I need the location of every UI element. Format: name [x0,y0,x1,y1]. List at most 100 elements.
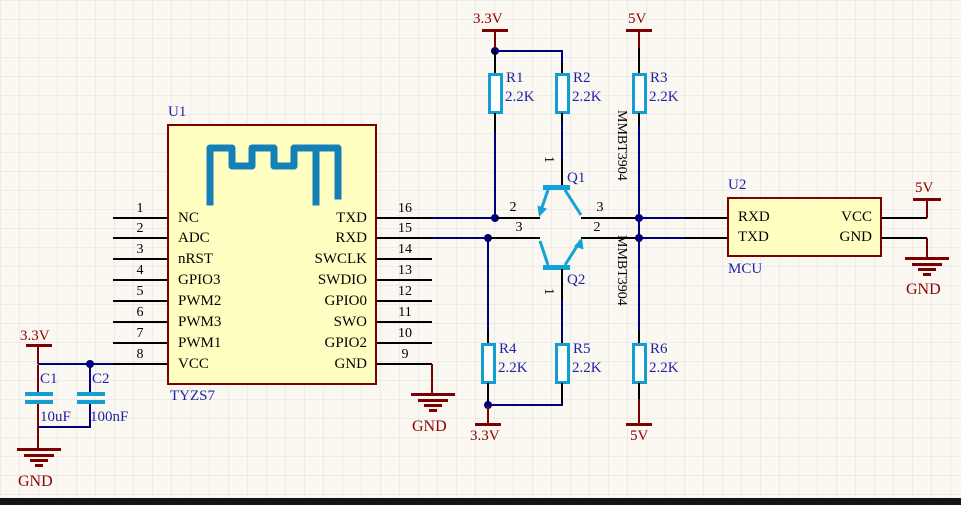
gnd-left-label: GND [18,473,53,490]
u1-pin14-name: SWCLK [314,251,368,267]
u1-pin6-stub [113,321,167,323]
q1-designator: Q1 [567,170,586,186]
c2-capacitor-top-plate[interactable] [77,392,105,396]
r2-to-q1-wire [561,122,563,160]
r4-designator: R4 [499,341,517,357]
r6-resistor-body[interactable] [632,343,647,384]
r2-feed-wire [495,50,563,52]
r6-bottom-lead [638,383,640,400]
r3-top-lead [638,48,640,73]
q1-transistor-symbol[interactable] [530,180,600,225]
q2-collector-pin-number: 3 [515,220,523,235]
q2-designator: Q2 [567,272,586,288]
u1-pin4-number: 4 [136,263,144,278]
power-5v-bottom-label: 5V [630,428,649,444]
r1-top-lead [494,49,496,73]
r5-designator: R5 [573,341,591,357]
r2-resistor-body[interactable] [555,73,570,114]
c1-designator: C1 [40,371,58,387]
u2-mcu-body[interactable] [727,197,882,257]
u1-pin13-name: SWDIO [317,272,367,288]
r3-bottom-lead [638,113,640,127]
u1-pin1-name: NC [178,210,199,226]
u1-pin7-number: 7 [136,326,144,341]
u1-pin3-name: nRST [178,251,214,267]
power-5v-top-bar [626,29,652,32]
power-3v3-bottom-stem [487,406,489,424]
u1-pin10-number: 10 [398,326,412,341]
gnd-left-earth-line4 [35,464,43,467]
u1-pin13-stub [377,279,432,281]
rxd-net-wire [432,237,489,239]
u1-pin15-name: RXD [335,230,367,246]
q2-emitter-pin-number: 2 [593,220,601,235]
antenna-icon [206,144,342,206]
c2-capacitor-bottom-plate[interactable] [77,400,105,404]
r3-designator: R3 [650,70,668,86]
r6-value: 2.2K [649,360,679,376]
c1-capacitor-bottom-plate[interactable] [25,400,53,404]
c2-top-lead [89,365,91,392]
r3-column-wire [638,126,640,332]
gnd-u1-earth-line1 [411,393,455,396]
r5-top-lead [561,340,563,343]
c1-top-lead [37,365,39,392]
power-5v-bottom-stem [638,399,640,424]
junction-r4-3v3 [484,401,492,409]
r2-bottom-lead [561,113,563,123]
r1-bottom-lead [494,113,496,133]
power-5v-u2-stem [926,200,928,218]
u1-pin9-stub [377,363,432,365]
u1-pin1-stub [113,217,167,219]
gnd-u1-earth-line3 [424,404,442,407]
u1-pin9-name: GND [334,356,368,372]
q1-emitter-wire [496,217,540,219]
u1-pin7-name: PWM1 [178,335,222,351]
gnd-u2-stem [926,238,928,258]
u1-part-number: TYZS7 [170,388,215,404]
power-5v-top-stem [638,32,640,49]
q2-collector-wire [489,237,540,239]
power-5v-u2-bar [913,198,941,201]
power-3v3-left-bar [26,344,52,347]
u1-pin16-stub [377,217,432,219]
u1-pin6-number: 6 [136,305,144,320]
gnd-u2-earth-line3 [918,268,936,271]
q2-transistor-symbol[interactable] [530,233,600,278]
power-3v3-left-stem [37,347,39,364]
u2-txd-stub [685,237,727,239]
power-5v-bottom-bar [626,423,652,426]
u2-txd-name: TXD [738,229,769,245]
u1-pin11-stub [377,321,432,323]
r1-to-txd-wire [494,132,496,218]
u1-pin4-stub [113,279,167,281]
r4-r5-bottom-wire [488,404,563,406]
r4-resistor-body[interactable] [481,343,496,384]
r6-top-lead [638,330,640,343]
power-3v3-bottom-label: 3.3V [470,428,500,444]
u1-pin12-number: 12 [398,284,412,299]
u1-pin16-name: TXD [336,210,367,226]
u1-pin2-stub [113,237,167,239]
u1-pin5-stub [113,300,167,302]
r5-value: 2.2K [572,360,602,376]
r5-resistor-body[interactable] [555,343,570,384]
r4-value: 2.2K [498,360,528,376]
junction-c2-vcc [86,360,94,368]
r2-top-lead [561,63,563,73]
r3-resistor-body[interactable] [632,73,647,114]
u2-rxd-name: RXD [738,209,770,225]
gnd-u2-earth-line1 [905,257,949,260]
r4-top-lead [487,330,489,343]
c1-capacitor-top-plate[interactable] [25,392,53,396]
txd-net-wire [432,217,496,219]
u1-pin2-number: 2 [136,221,144,236]
gnd-left-earth-line3 [30,459,48,462]
u2-gnd-name: GND [839,229,873,245]
u1-pin6-name: PWM3 [178,314,222,330]
r1-resistor-body[interactable] [488,73,503,114]
u1-pin10-name: GPIO2 [324,335,367,351]
gnd-left-earth-line1 [17,448,61,451]
u2-rxd-stub [685,217,727,219]
